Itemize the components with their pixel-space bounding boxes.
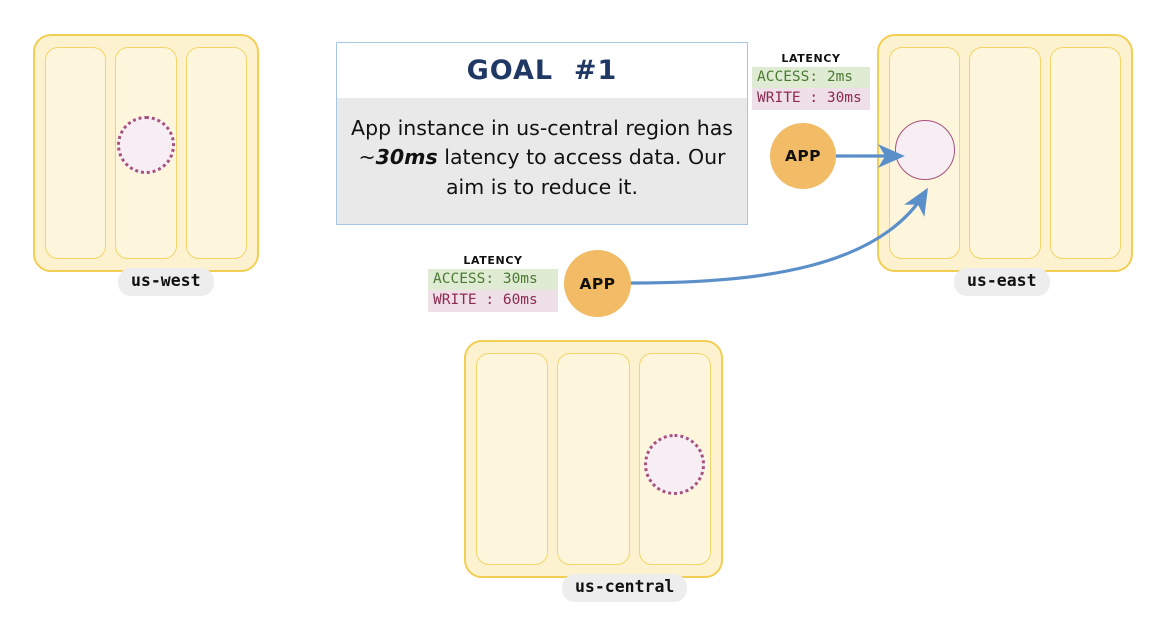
- region-zones-container: [466, 342, 721, 576]
- zone-us-central-a[interactable]: [476, 353, 549, 565]
- goal-text-after: latency to access data. Our aim is to re…: [437, 145, 726, 199]
- region-label-us-east: us-east: [954, 268, 1050, 296]
- latency-write-row: WRITE : 60ms: [428, 290, 558, 312]
- zone-us-east-c[interactable]: [1049, 47, 1121, 259]
- region-zones-container: [35, 36, 257, 270]
- latency-access-row: ACCESS: 2ms: [752, 67, 870, 89]
- goal-title: GOAL #1: [466, 55, 618, 86]
- goal-text-emphasis: 30ms: [375, 145, 438, 170]
- replica-us-central-follower[interactable]: [643, 434, 705, 495]
- goal-description: App instance in us-central region has ~3…: [337, 114, 747, 207]
- latency-panel-us-central: LATENCY ACCESS: 30ms WRITE : 60ms: [428, 254, 558, 312]
- region-us-central[interactable]: [464, 340, 723, 578]
- zone-us-east-b[interactable]: [969, 47, 1041, 259]
- replica-us-west-follower[interactable]: [116, 116, 175, 174]
- region-label-us-west: us-west: [118, 268, 214, 296]
- goal-card-body: App instance in us-central region has ~3…: [337, 98, 747, 224]
- region-us-west[interactable]: [33, 34, 259, 272]
- app-node-us-central[interactable]: APP: [564, 250, 631, 317]
- latency-caption: LATENCY: [781, 52, 841, 65]
- region-zones-container: [879, 36, 1131, 270]
- zone-us-central-c[interactable]: [638, 353, 711, 565]
- latency-access-row: ACCESS: 30ms: [428, 269, 558, 291]
- zone-us-central-b[interactable]: [557, 353, 630, 565]
- goal-text-before: App instance in us-central region has ~: [351, 116, 733, 170]
- latency-panel-us-east: LATENCY ACCESS: 2ms WRITE : 30ms: [752, 52, 870, 110]
- zone-us-east-a[interactable]: [889, 47, 961, 259]
- replica-us-east-leader[interactable]: [894, 120, 955, 180]
- zone-us-west-b[interactable]: [115, 47, 177, 259]
- latency-write-row: WRITE : 30ms: [752, 88, 870, 110]
- zone-us-west-c[interactable]: [185, 47, 247, 259]
- latency-caption: LATENCY: [463, 254, 523, 267]
- region-label-us-central: us-central: [562, 574, 688, 602]
- app-node-us-east[interactable]: APP: [770, 123, 836, 189]
- zone-us-west-a[interactable]: [45, 47, 107, 259]
- goal-card: GOAL #1 App instance in us-central regio…: [336, 42, 748, 225]
- region-us-east[interactable]: [877, 34, 1133, 272]
- goal-card-header: GOAL #1: [337, 43, 747, 98]
